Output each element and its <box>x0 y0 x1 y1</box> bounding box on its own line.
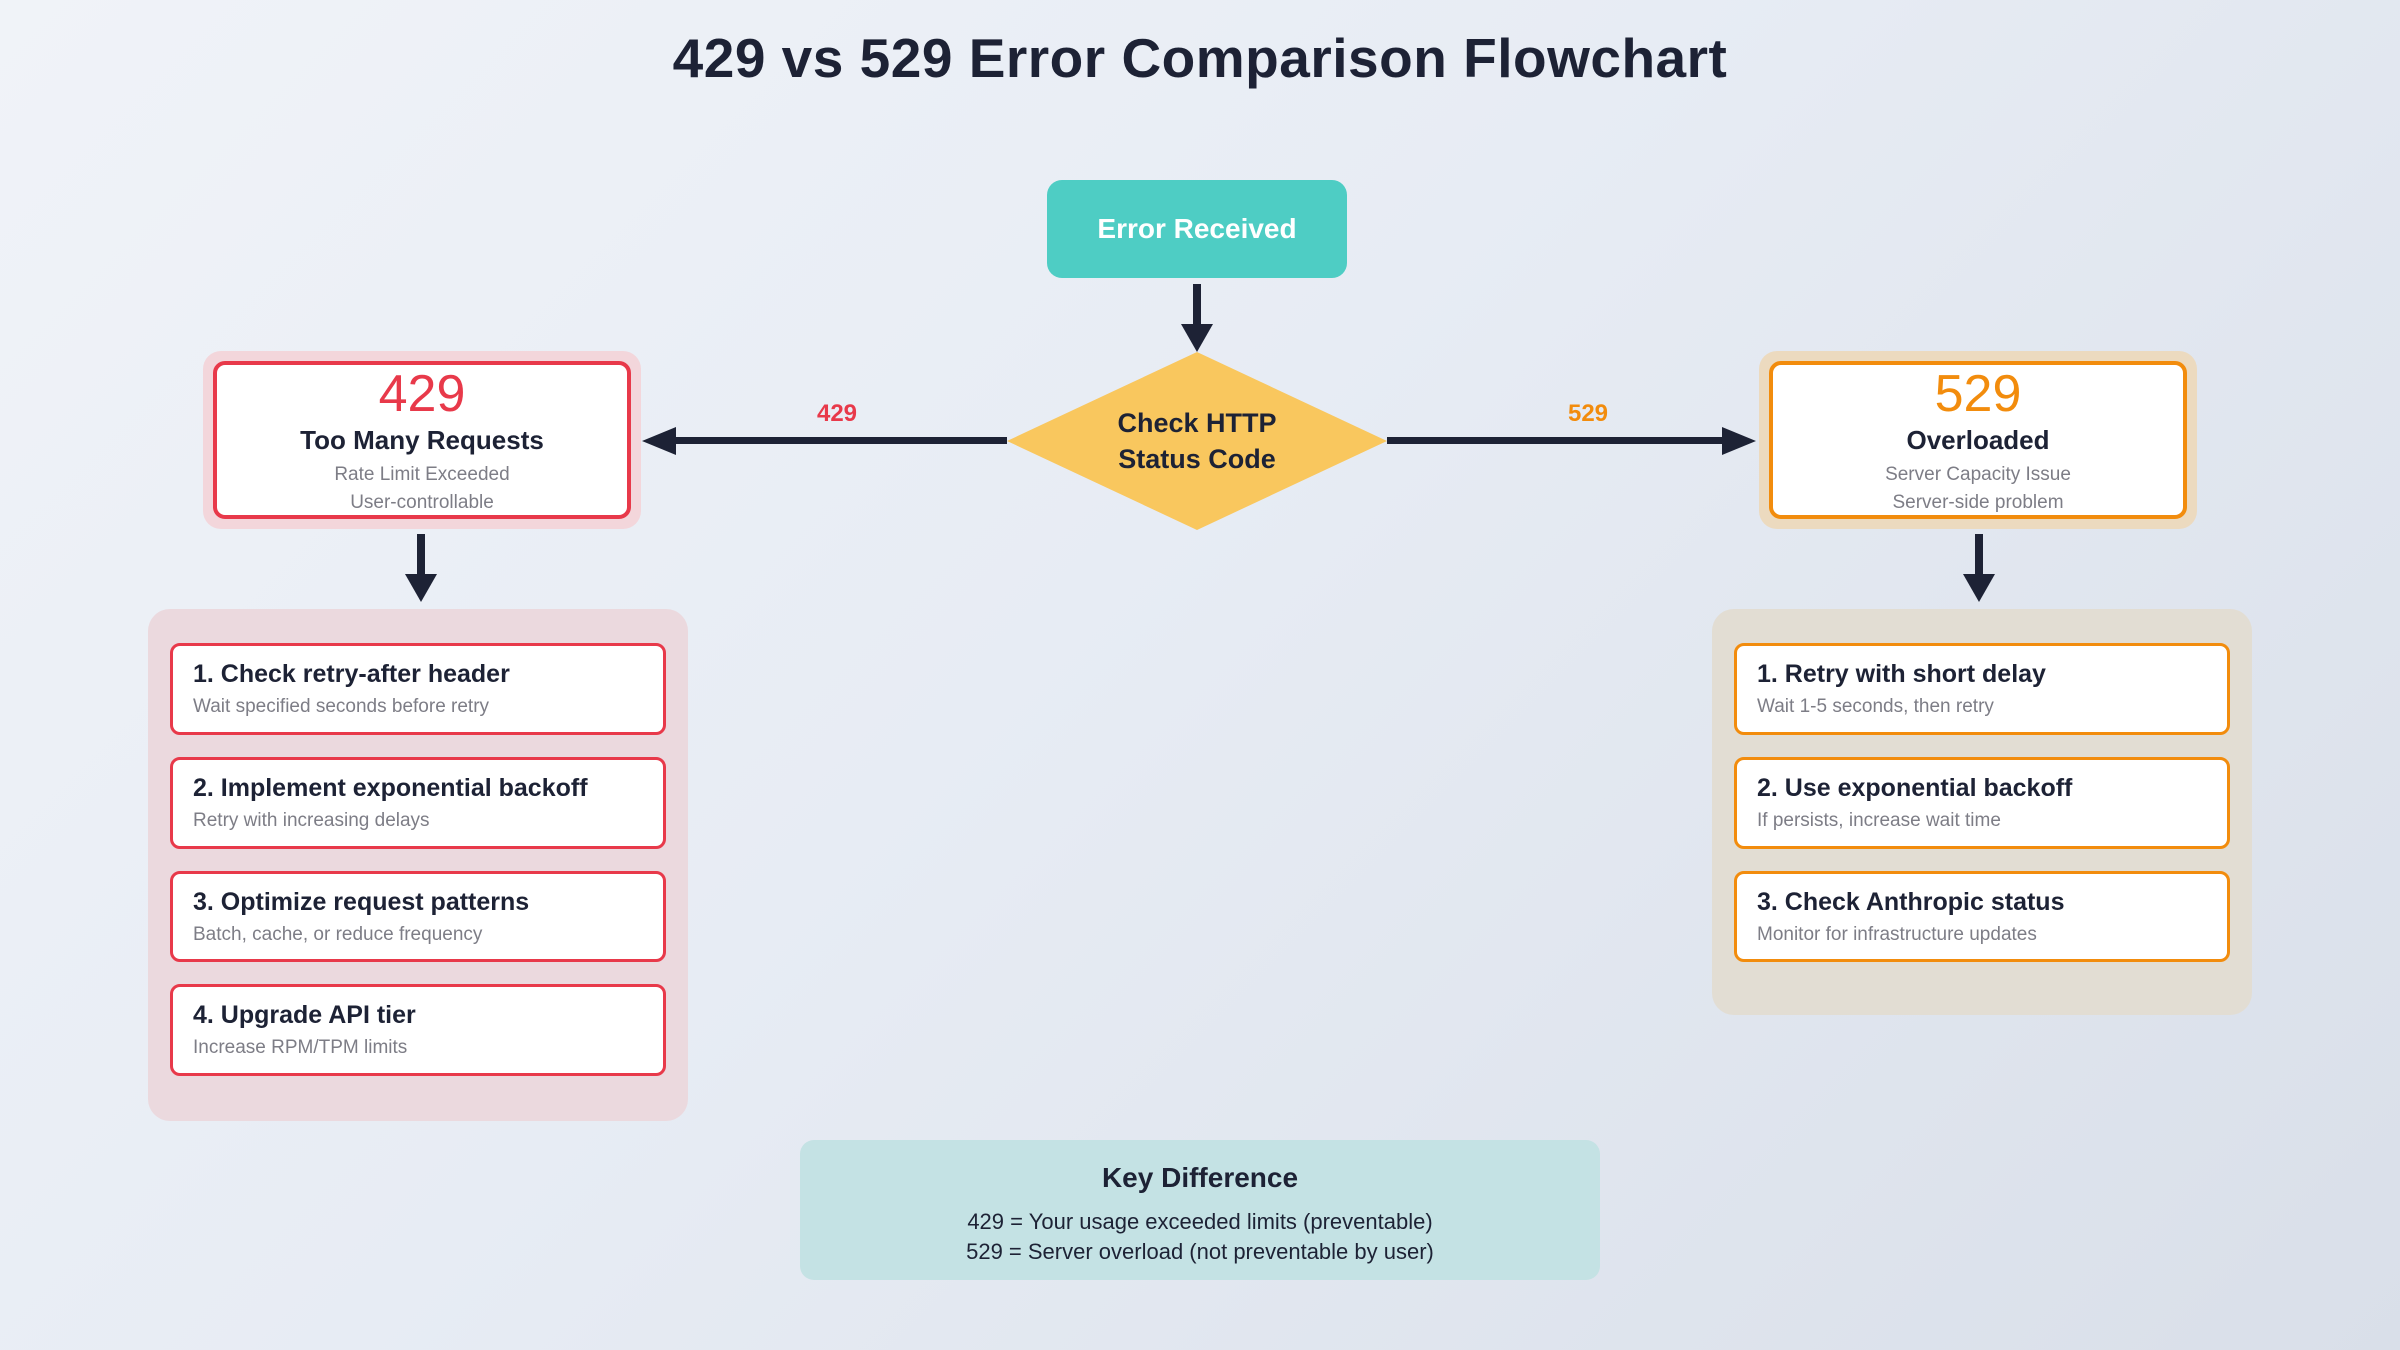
step-title: 3. Check Anthropic status <box>1757 887 2065 916</box>
decision-node-check-status: Check HTTP Status Code <box>1007 352 1387 530</box>
start-node-error-received: Error Received <box>1047 180 1347 278</box>
arrow-down-icon <box>1181 324 1213 352</box>
step-desc: Batch, cache, or reduce frequency <box>193 923 483 945</box>
step-card-429-1: 1. Check retry-after header Wait specifi… <box>170 643 666 735</box>
step-desc: Wait specified seconds before retry <box>193 696 490 717</box>
key-difference-box: Key Difference 429 = Your usage exceeded… <box>800 1140 1600 1280</box>
node-529-code: 529 <box>1934 365 2022 424</box>
connector-decision-to-429 <box>676 437 1007 444</box>
decision-line1: Check HTTP <box>1117 407 1277 438</box>
connector-decision-to-529 <box>1387 437 1722 444</box>
page-title: 429 vs 529 Error Comparison Flowchart <box>672 27 1728 89</box>
node-529: 529 Overloaded Server Capacity Issue Ser… <box>1769 361 2187 519</box>
key-difference-line-429: 429 = Your usage exceeded limits (preven… <box>967 1209 1433 1234</box>
connector-429-to-steps <box>417 534 425 574</box>
step-desc: Wait 1-5 seconds, then retry <box>1757 696 1994 717</box>
step-card-529-1: 1. Retry with short delay Wait 1-5 secon… <box>1734 643 2230 735</box>
key-difference-line-529: 529 = Server overload (not preventable b… <box>966 1239 1434 1264</box>
node-429-subtitle1: Rate Limit Exceeded <box>334 463 510 485</box>
step-title: 4. Upgrade API tier <box>193 1001 416 1030</box>
step-title: 2. Use exponential backoff <box>1757 773 2073 802</box>
step-desc: If persists, increase wait time <box>1757 809 2001 831</box>
step-desc: Increase RPM/TPM limits <box>193 1037 408 1059</box>
node-429-subtitle2: User-controllable <box>350 491 494 513</box>
connector-start-to-decision <box>1193 284 1201 324</box>
node-529-subtitle2: Server-side problem <box>1892 491 2064 513</box>
decision-node-label: Check HTTP Status Code <box>1117 405 1276 478</box>
arrow-left-icon <box>642 427 676 455</box>
step-desc: Monitor for infrastructure updates <box>1757 923 2037 945</box>
node-429-code: 429 <box>378 365 466 424</box>
node-529-title: Overloaded <box>1906 424 2050 455</box>
node-429-title: Too Many Requests <box>300 424 544 455</box>
panel-529-steps: 1. Retry with short delay Wait 1-5 secon… <box>1712 609 2252 1015</box>
step-card-429-3: 3. Optimize request patterns Batch, cach… <box>170 870 666 963</box>
arrow-down-icon <box>1963 574 1995 602</box>
decision-line2: Status Code <box>1118 444 1276 474</box>
branch-label-429: 429 <box>816 400 858 427</box>
step-card-429-4: 4. Upgrade API tier Increase RPM/TPM lim… <box>170 984 666 1077</box>
step-desc: Retry with increasing delays <box>193 809 430 831</box>
step-title: 1. Check retry-after header <box>193 660 510 688</box>
node-529-subtitle1: Server Capacity Issue <box>1885 463 2071 485</box>
arrow-right-icon <box>1722 427 1756 455</box>
branch-label-529: 529 <box>1567 400 1609 427</box>
step-card-529-3: 3. Check Anthropic status Monitor for in… <box>1734 870 2230 963</box>
arrow-down-icon <box>405 574 437 602</box>
step-card-429-2: 2. Implement exponential backoff Retry w… <box>170 756 666 849</box>
step-card-529-2: 2. Use exponential backoff If persists, … <box>1734 756 2230 849</box>
step-title: 1. Retry with short delay <box>1757 660 2046 688</box>
node-429-halo: 429 Too Many Requests Rate Limit Exceede… <box>203 351 641 529</box>
node-429: 429 Too Many Requests Rate Limit Exceede… <box>213 361 631 519</box>
node-529-halo: 529 Overloaded Server Capacity Issue Ser… <box>1759 351 2197 529</box>
step-title: 3. Optimize request patterns <box>193 887 530 916</box>
step-title: 2. Implement exponential backoff <box>193 773 588 802</box>
connector-529-to-steps <box>1975 534 1983 574</box>
start-node-label: Error Received <box>1097 213 1297 244</box>
panel-429-steps: 1. Check retry-after header Wait specifi… <box>148 609 688 1121</box>
key-difference-title: Key Difference <box>1101 1162 1299 1193</box>
